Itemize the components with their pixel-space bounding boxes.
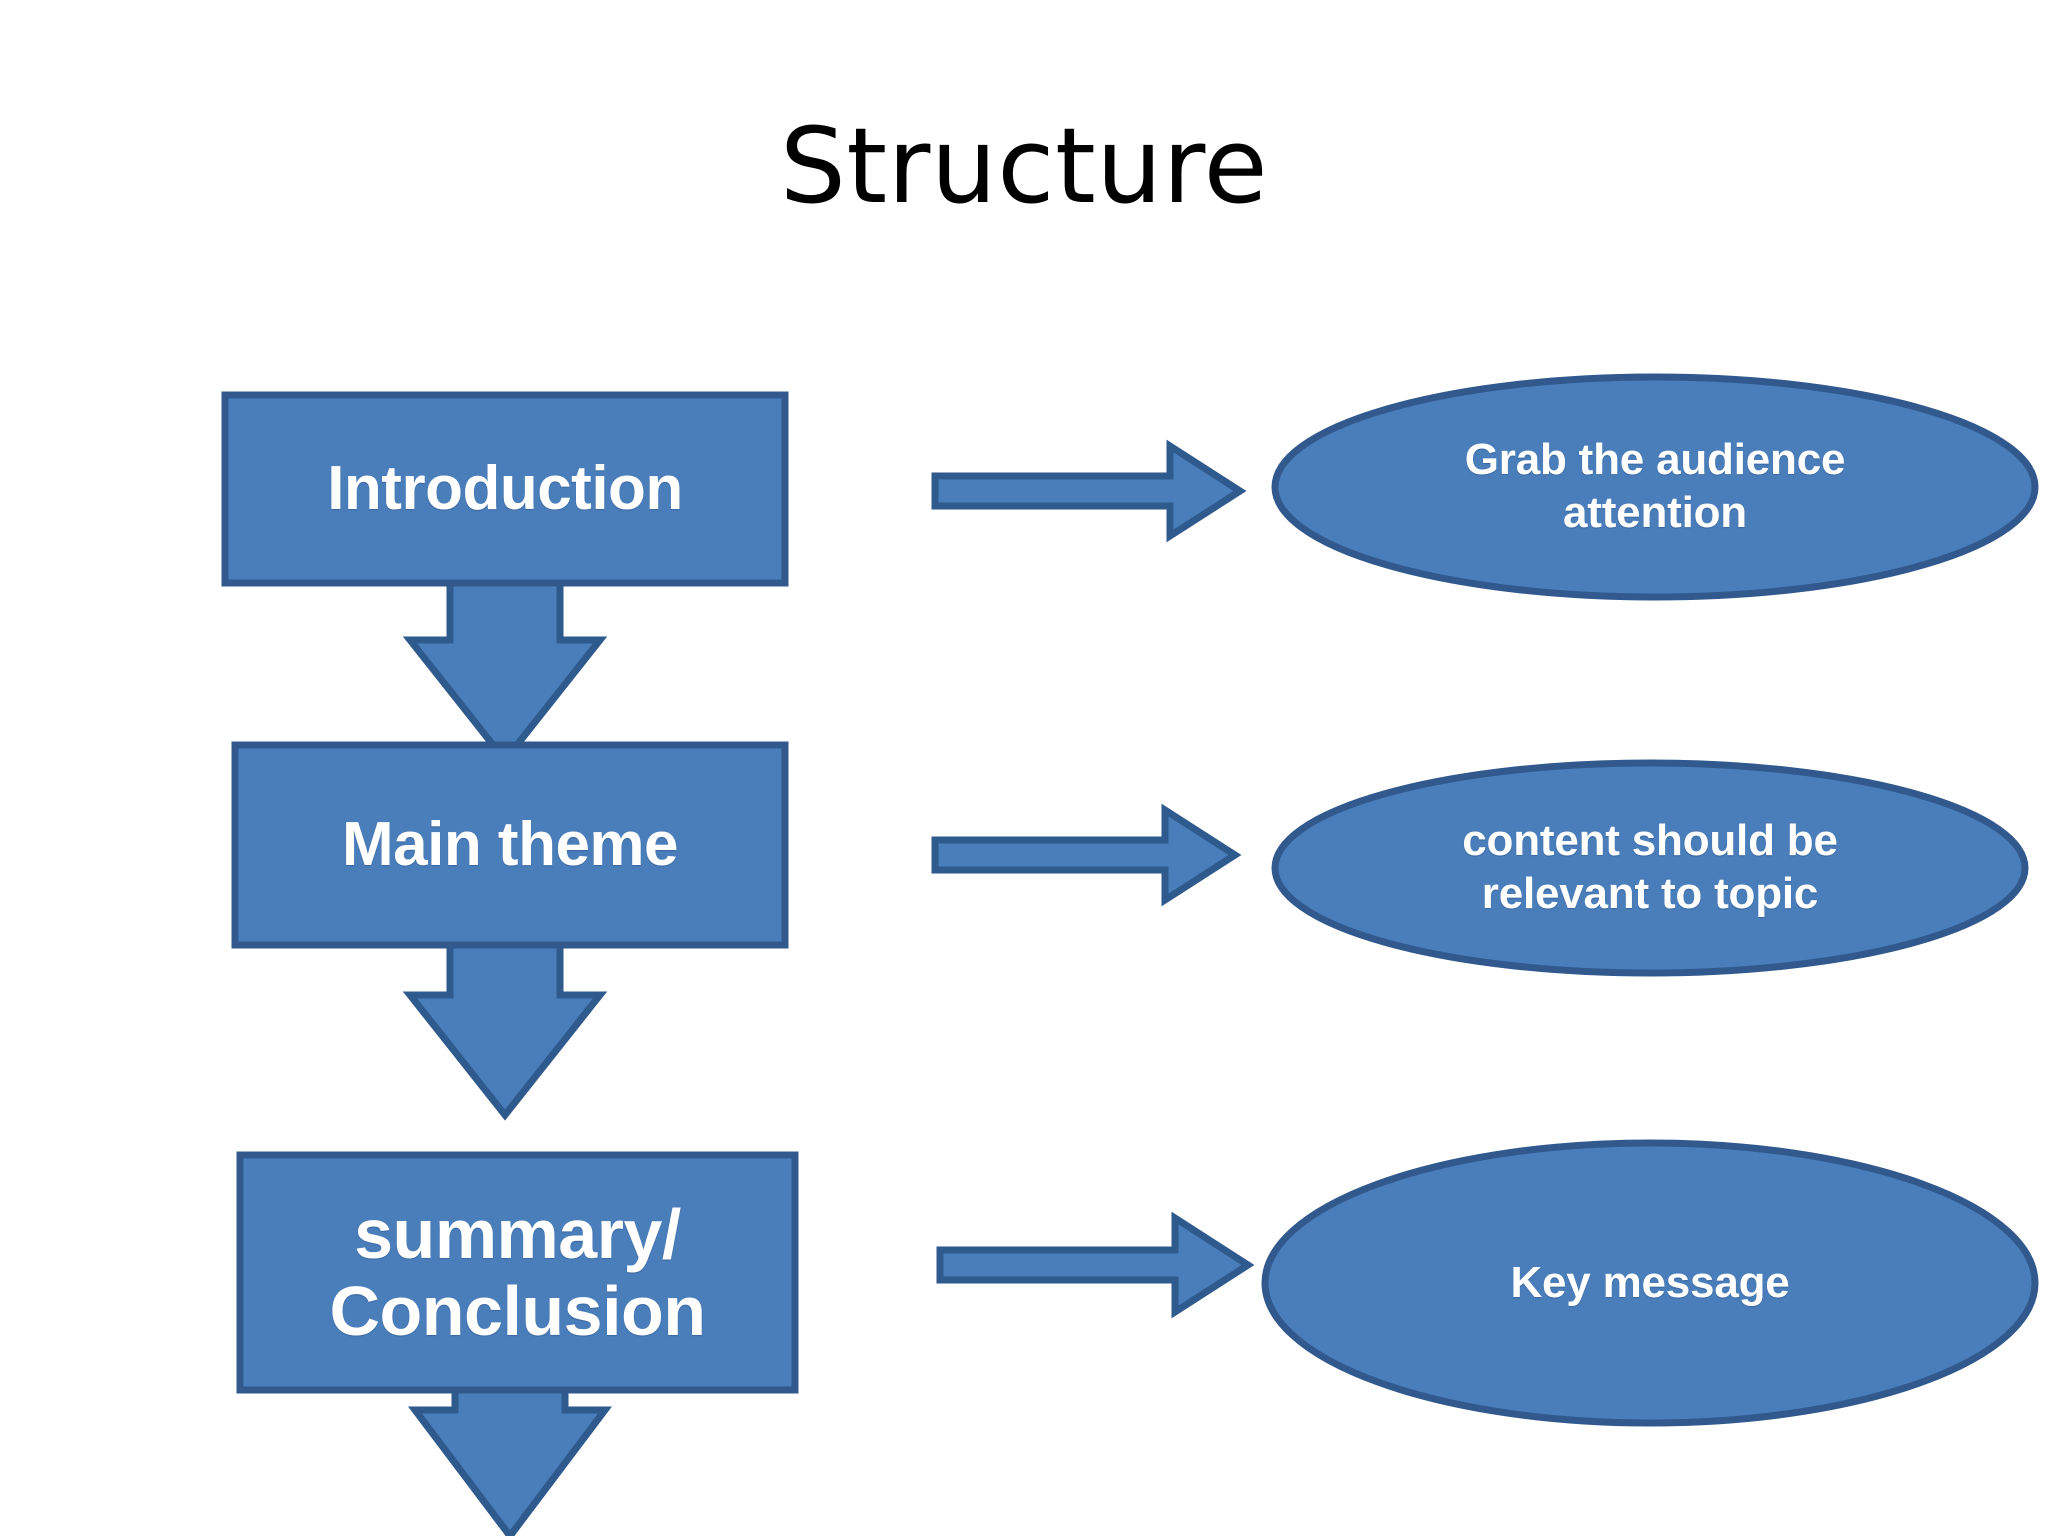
detail-ellipse-main-theme[interactable] xyxy=(1271,759,2029,977)
process-box-introduction[interactable] xyxy=(221,391,789,587)
detail-ellipse-introduction[interactable] xyxy=(1271,373,2039,601)
process-box-main-theme[interactable] xyxy=(231,741,789,949)
arrow-down-icon-1 xyxy=(402,556,608,766)
arrow-right-icon-1 xyxy=(931,439,1247,543)
process-box-summary-conclusion[interactable] xyxy=(236,1151,799,1394)
arrow-right-icon-2 xyxy=(931,803,1242,907)
detail-ellipse-summary-conclusion[interactable] xyxy=(1261,1139,2039,1427)
page-title: Structure xyxy=(779,105,1269,227)
arrow-right-icon-3 xyxy=(936,1211,1255,1319)
